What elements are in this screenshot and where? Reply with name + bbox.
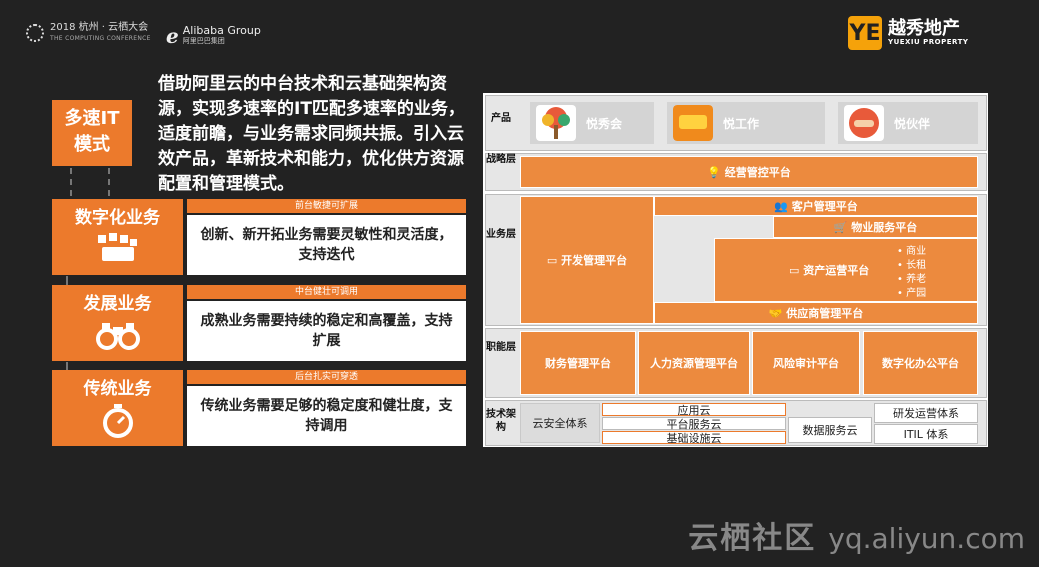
- conference-subtitle: THE COMPUTING CONFERENCE: [50, 33, 151, 44]
- row-title: 发展业务: [52, 289, 183, 314]
- yuexiu-logo: YE 越秀地产 YUEXIU PROPERTY: [848, 16, 968, 50]
- work-app-icon: [673, 105, 713, 141]
- asset-item: 养老: [897, 273, 926, 287]
- hr-platform[interactable]: 人力资源管理平台: [638, 331, 750, 395]
- app-cloud[interactable]: 应用云: [602, 403, 786, 416]
- product-yuexiuhui[interactable]: 悦秀会: [530, 102, 654, 144]
- alibaba-name: Alibaba Group: [183, 25, 261, 36]
- cart-icon: 🛒: [834, 221, 852, 234]
- property-platform[interactable]: 🛒 物业服务平台: [773, 216, 978, 238]
- connector-dash: [70, 168, 72, 196]
- security-system[interactable]: 云安全体系: [520, 403, 600, 443]
- conference-emblem-icon: [26, 24, 44, 42]
- traditional-business-row: 传统业务 后台扎实可穿透 传统业务需要足够的稳定度和健壮度，支持调用: [52, 370, 466, 446]
- intro-text: 借助阿里云的中台技术和云基础架构资源，实现多速率的IT匹配多速率的业务，适度前瞻…: [158, 72, 468, 197]
- alibaba-mark-icon: ℯ: [166, 24, 179, 48]
- yuexiu-mark-icon: YE: [848, 16, 882, 50]
- layer-label-product: 产品: [486, 112, 516, 125]
- alibaba-cn-name: 阿里巴巴集团: [183, 36, 261, 47]
- product-name: 悦伙伴: [894, 115, 930, 132]
- product-name: 悦秀会: [586, 115, 622, 132]
- alibaba-logo: ℯ Alibaba Group 阿里巴巴集团: [166, 24, 261, 48]
- multi-speed-label-line2: 模式: [52, 132, 132, 158]
- watermark-url: yq.aliyun.com: [828, 522, 1025, 555]
- users-icon: 👥: [774, 200, 792, 213]
- conference-title: 2018 杭州 · 云栖大会: [50, 22, 151, 33]
- multi-speed-label-line1: 多速IT: [52, 106, 132, 132]
- asset-item: 商业: [897, 245, 926, 259]
- developing-business-row: 发展业务 中台健壮可调用 成熟业务需要持续的稳定和高覆盖，支持扩展: [52, 285, 466, 361]
- row-tag: 前台敏捷可扩展: [187, 199, 466, 213]
- window-icon: ▭: [547, 254, 561, 267]
- bulb-icon: 💡: [707, 166, 725, 179]
- yuexiu-cn-name: 越秀地产: [888, 18, 960, 39]
- layer-label-function: 职能层: [486, 341, 516, 354]
- itil-system[interactable]: ITIL 体系: [874, 424, 978, 444]
- binoculars-icon: [96, 317, 140, 353]
- watermark-cn: 云栖社区: [688, 513, 816, 557]
- row-body: 成熟业务需要持续的稳定和高覆盖，支持扩展: [187, 301, 466, 361]
- product-name: 悦工作: [723, 115, 759, 132]
- stopwatch-icon: [96, 402, 140, 438]
- handshake-icon: [844, 105, 884, 141]
- platform-cloud[interactable]: 平台服务云: [602, 417, 786, 430]
- asset-item: 长租: [897, 259, 926, 273]
- connector-dash: [108, 168, 110, 196]
- strategy-platform[interactable]: 💡 经营管控平台: [520, 156, 978, 188]
- row-tag: 中台健壮可调用: [187, 285, 466, 299]
- multi-speed-it-box: 多速IT 模式: [52, 100, 132, 166]
- asset-item: 产园: [897, 287, 926, 301]
- layer-label-tech: 技术架构: [486, 408, 516, 434]
- digital-business-row: 数字化业务 前台敏捷可扩展 创新、新开拓业务需要灵敏性和灵活度，支持迭代: [52, 199, 466, 275]
- risk-audit-platform[interactable]: 风险审计平台: [752, 331, 860, 395]
- asset-platform[interactable]: ▭ 资产运营平台: [714, 238, 978, 302]
- dev-platform[interactable]: ▭ 开发管理平台: [520, 196, 654, 324]
- infra-cloud[interactable]: 基础设施云: [602, 431, 786, 444]
- row-title: 数字化业务: [52, 203, 183, 228]
- supplier-platform[interactable]: 🤝 供应商管理平台: [654, 302, 978, 324]
- asset-items: 商业 长租 养老 产园: [897, 245, 926, 301]
- row-body: 传统业务需要足够的稳定度和健壮度，支持调用: [187, 386, 466, 446]
- customer-platform[interactable]: 👥 客户管理平台: [654, 196, 978, 216]
- row-tag: 后台扎实可穿透: [187, 370, 466, 384]
- data-cloud[interactable]: 数据服务云: [788, 417, 872, 443]
- tree-icon: [536, 105, 576, 141]
- watermark: 云栖社区 yq.aliyun.com: [688, 513, 1025, 557]
- product-yuehuoban[interactable]: 悦伙伴: [838, 102, 978, 144]
- layer-label-business: 业务层: [486, 228, 516, 241]
- yuexiu-en-name: YUEXIU PROPERTY: [888, 38, 968, 47]
- row-body: 创新、新开拓业务需要灵敏性和灵活度，支持迭代: [187, 215, 466, 275]
- row-title: 传统业务: [52, 374, 183, 399]
- layer-label-strategy: 战略层: [486, 153, 516, 166]
- digital-office-platform[interactable]: 数字化办公平台: [863, 331, 978, 395]
- dice-icon: [96, 231, 140, 267]
- finance-platform[interactable]: 财务管理平台: [520, 331, 636, 395]
- conference-logo: 2018 杭州 · 云栖大会 THE COMPUTING CONFERENCE: [26, 22, 151, 44]
- devops-system[interactable]: 研发运营体系: [874, 403, 978, 423]
- product-yuegongzuo[interactable]: 悦工作: [667, 102, 825, 144]
- monitor-icon: ▭: [789, 264, 803, 277]
- handshake-small-icon: 🤝: [769, 307, 787, 320]
